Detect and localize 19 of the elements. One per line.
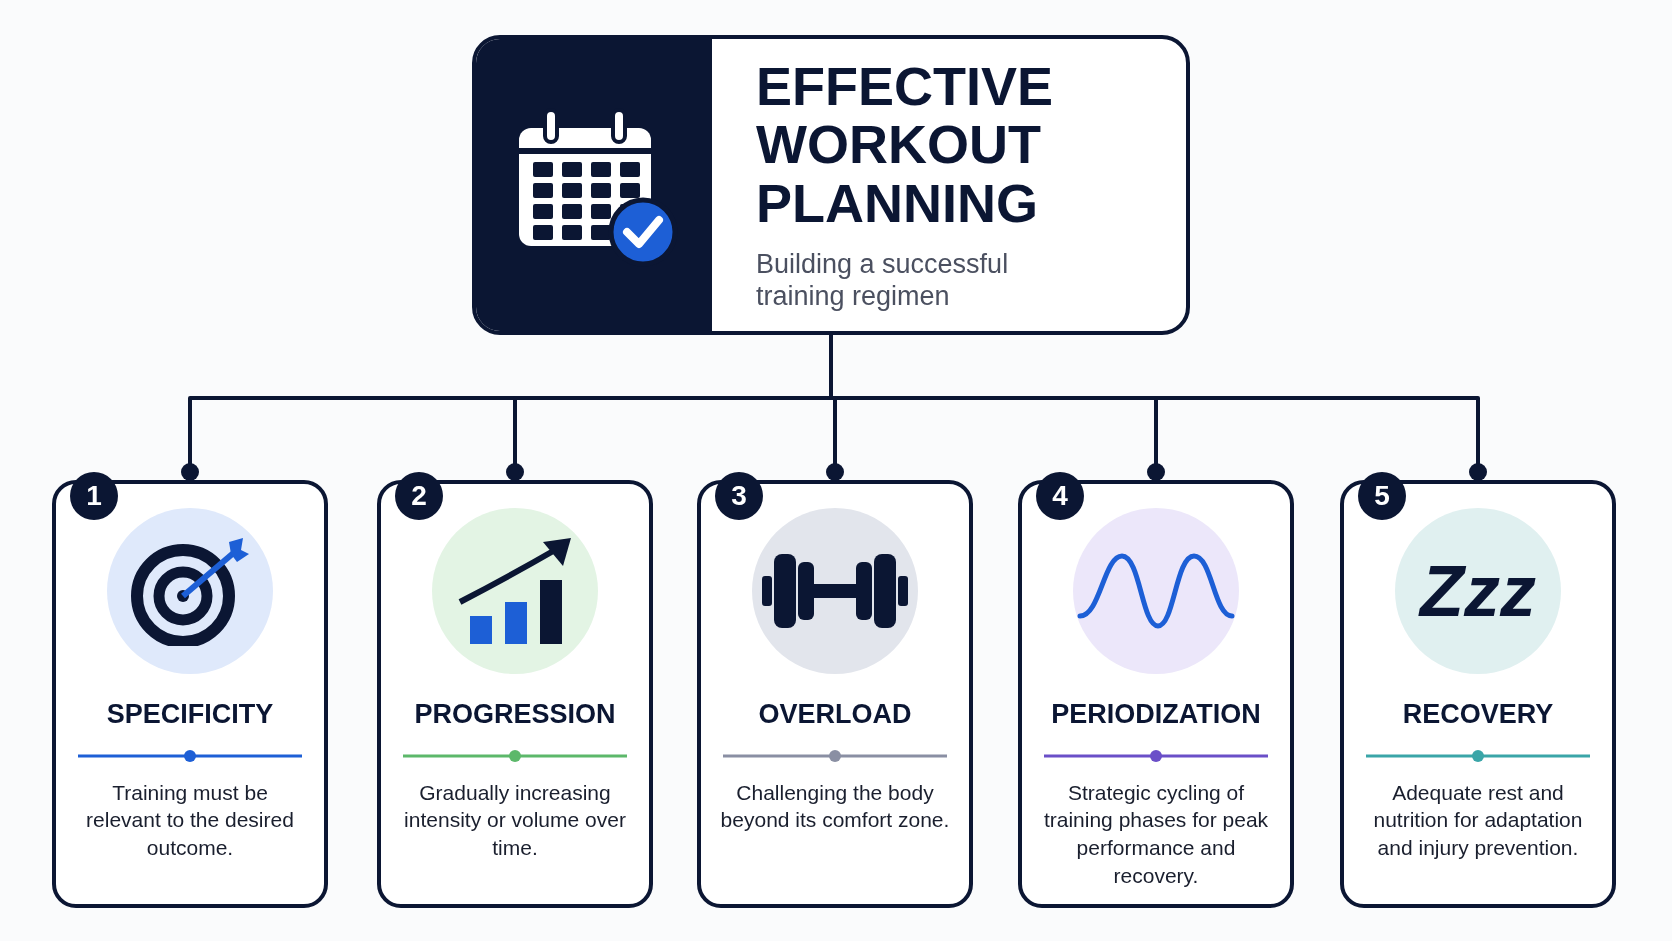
number-badge: 1 xyxy=(70,472,118,520)
card-description: Gradually increasing intensity or volume over time. xyxy=(403,779,627,861)
sleep-icon: Zzz xyxy=(1420,555,1536,627)
card-heading: PROGRESSION xyxy=(414,698,616,731)
number-badge: 2 xyxy=(395,472,443,520)
title-box xyxy=(472,35,1190,335)
number-badge: 5 xyxy=(1358,472,1406,520)
card-description: Training must be relevant to the desired outcome. xyxy=(85,779,295,861)
card-heading: RECOVERY xyxy=(1402,698,1554,731)
card-heading: PERIODIZATION xyxy=(1051,698,1261,731)
card-description: Adequate rest and nutrition for adaptation and injury prevention. xyxy=(1372,779,1584,861)
number-badge: 3 xyxy=(715,472,763,520)
card-heading: SPECIFICITY xyxy=(106,698,274,731)
card-description: Challenging the body beyond its comfort zone. xyxy=(719,779,951,834)
subtitle: Building a successful training regimen xyxy=(756,248,1010,313)
number-badge: 4 xyxy=(1036,472,1084,520)
card-heading: OVERLOAD xyxy=(758,698,912,731)
title: EFFECTIVE WORKOUT PLANNING xyxy=(756,57,1055,233)
card-description: Strategic cycling of training phases for peak performance and recovery. xyxy=(1042,779,1270,889)
